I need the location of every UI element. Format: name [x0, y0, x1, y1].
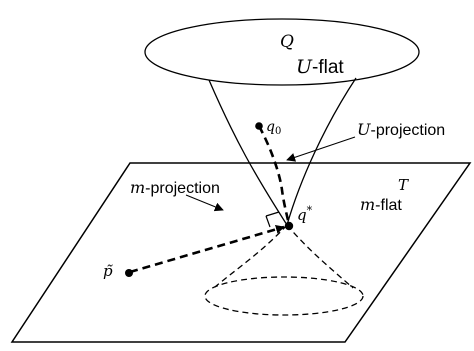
right-angle-marker-top [265, 211, 280, 217]
point-q0 [255, 122, 263, 130]
point-p-tilde [125, 269, 133, 277]
point-q-star [284, 221, 294, 231]
label-U-flat-suffix: -flat [312, 57, 344, 78]
label-U-projection-suffix: -projection [370, 122, 445, 139]
bottom-ellipse [204, 276, 364, 316]
label-T: T [398, 176, 409, 194]
label-q-star-base: q [297, 206, 307, 224]
label-U-projection: U-projection [357, 120, 445, 139]
label-q-star: q* [297, 204, 313, 224]
label-U-projection-var: U [357, 120, 371, 139]
label-m-projection: m-projection [130, 178, 220, 197]
label-q-star-sup: * [307, 204, 313, 217]
label-U-flat: U-flat [296, 56, 344, 78]
top-ellipse [144, 18, 420, 86]
label-m-projection-suffix: -projection [145, 180, 220, 197]
label-U-flat-var: U [296, 56, 313, 78]
lower-cone-right [286, 224, 354, 289]
m-projection-arrow [129, 224, 285, 274]
u-projection-callout [286, 136, 356, 162]
label-q0: q0 [266, 119, 281, 137]
label-m-flat-var: m [360, 195, 375, 214]
label-m-projection-var: m [130, 178, 145, 197]
cone-left-side [208, 79, 288, 226]
m-projection-callout [185, 194, 224, 212]
cone-right-side [286, 77, 357, 226]
label-m-flat: m-flat [360, 195, 402, 214]
right-angle-marker [265, 215, 271, 228]
label-q0-sub: 0 [275, 126, 281, 137]
u-projection-curve [257, 125, 291, 226]
label-Q: Q [280, 32, 294, 52]
label-q0-base: q [266, 119, 275, 135]
label-m-flat-suffix: -flat [375, 197, 402, 214]
tangent-plane [10, 162, 472, 343]
label-p-tilde: p̃ [103, 262, 113, 280]
